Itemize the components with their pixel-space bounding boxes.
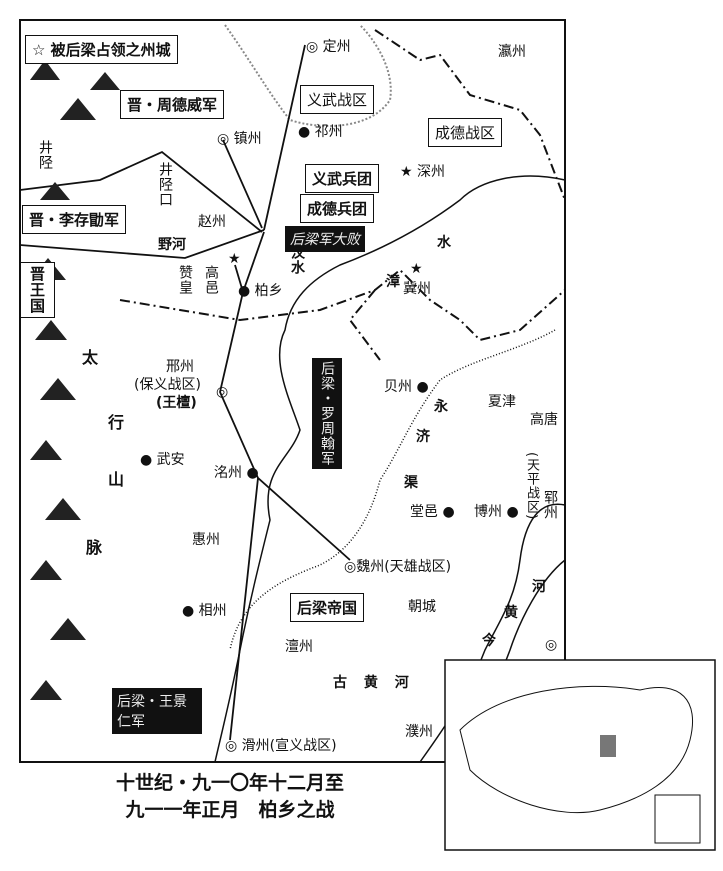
label: 柏乡 (254, 283, 283, 299)
place-zhaozhou: 赵州 (198, 214, 226, 230)
label: 武安 (156, 452, 185, 468)
place-puzhou: 濮州 (405, 724, 433, 740)
region-empire: 后梁帝国 (290, 593, 365, 622)
inset-china-map (444, 659, 716, 851)
river-huang: 黄 (504, 605, 518, 621)
place-baixiang: ● 柏乡 (238, 283, 283, 299)
label: 滑州(宣义战区) (241, 738, 337, 754)
place-xiajin: 夏津 (488, 394, 516, 410)
caption-line-1: 十世纪・九一〇年十二月至 (115, 772, 344, 794)
place-bozhou: 博州 ● (474, 504, 519, 520)
army-chengde-corps: 成德兵团 (300, 194, 375, 223)
place-baoyi: (保义战区) (134, 377, 201, 393)
place-yingzhou: 瀛州 (498, 44, 526, 60)
mountain-hang: 行 (108, 413, 125, 432)
place-jizhou: 冀州 (403, 281, 431, 297)
place-beizhou: 贝州 ● (384, 379, 429, 395)
place-xiangzhou: ● 相州 (182, 603, 227, 619)
label: 深州 (417, 164, 446, 180)
river-zhang-2: 水 (437, 235, 451, 251)
place-chanzhou: 澶州 (285, 639, 313, 655)
mountain-mai: 脉 (86, 538, 103, 557)
place-weizhou: ◎魏州(天雄战区) (344, 559, 452, 575)
place-huizhou: 惠州 (192, 532, 220, 548)
place-chaocheng: 朝城 (408, 599, 436, 615)
region-boundaries (119, 29, 566, 361)
place-tianping: (天平战区) (524, 452, 539, 521)
place-wuan: ● 武安 (140, 452, 185, 468)
army-routes (19, 44, 351, 741)
canal-1: 永 (434, 399, 448, 415)
region-yiwu: 义武战区 (300, 85, 375, 114)
label: 魏州(天雄战区) (356, 559, 452, 575)
place-huazhou: ◎ 滑州(宣义战区) (225, 738, 337, 754)
defeat-label: 后梁军大败 (285, 226, 365, 252)
canal-2: 济 (416, 429, 430, 445)
mountain-tai: 太 (82, 348, 99, 367)
label: 定州 (322, 39, 351, 55)
label: 博州 (474, 504, 502, 520)
legend-box: ☆ 被后梁占领之州城 (25, 35, 178, 64)
place-jizhou-star: ★ (410, 261, 423, 277)
place-zanhuang: 赞皇 (177, 265, 193, 295)
yongji-canal (229, 329, 556, 651)
army-wang: 后梁・王景仁军 (112, 688, 202, 734)
caption-line-2: 九一一年正月 柏乡之战 (125, 799, 335, 821)
label: 堂邑 (410, 504, 438, 520)
label: 洺州 (214, 465, 242, 481)
place-jingxingkou: 井陉口 (157, 162, 173, 207)
map-frame (19, 19, 566, 763)
place-tangyi: 堂邑 ● (410, 504, 455, 520)
mountain-shan: 山 (108, 470, 125, 489)
place-gaotang: 高唐 (530, 412, 558, 428)
xingzhou-marker: ◎ (216, 384, 229, 400)
army-yiwu-corps: 义武兵团 (305, 164, 380, 193)
place-jingxing: 井陉 (37, 140, 53, 170)
army-zhou: 晋・周德威军 (120, 90, 225, 119)
place-qizhou: ● 祁州 (298, 124, 343, 140)
place-dingzhou: ◎ 定州 (306, 39, 351, 55)
place-mingzhou: 洺州 ● (214, 465, 259, 481)
star-marker: ★ (228, 251, 241, 267)
region-chengde: 成德战区 (428, 118, 503, 147)
place-zhenzhou: ◎ 镇州 (217, 131, 262, 147)
zhang-river (214, 175, 566, 763)
yunzhou-marker: ◎ (545, 637, 558, 653)
label: 贝州 (384, 379, 412, 395)
place-yunzhou: 郓州 (542, 490, 558, 520)
river-jin: 今 (482, 633, 496, 649)
place-wenshui: 汶水 (289, 245, 305, 275)
river-guhuanghe: 古 黄 河 (333, 675, 415, 691)
army-luo: 后梁・罗周翰军 (312, 358, 342, 469)
label: 镇州 (233, 131, 262, 147)
label: 祁州 (314, 124, 343, 140)
place-xingzhou: 邢州 (166, 359, 194, 375)
region-jinwang: 晋王国 (20, 262, 55, 318)
place-shenzhou: ★ 深州 (400, 164, 446, 180)
army-li: 晋・李存勖军 (22, 205, 127, 234)
river-he: 河 (532, 579, 546, 595)
place-gaoyi: 高邑 (203, 265, 219, 295)
label: 相州 (198, 603, 227, 619)
place-yehe: 野河 (158, 237, 186, 253)
place-wangtan: (王檀) (156, 395, 197, 411)
yiwu-boundary (224, 24, 392, 127)
canal-3: 渠 (404, 475, 418, 491)
river-zhang-1: 漳 (386, 274, 400, 290)
